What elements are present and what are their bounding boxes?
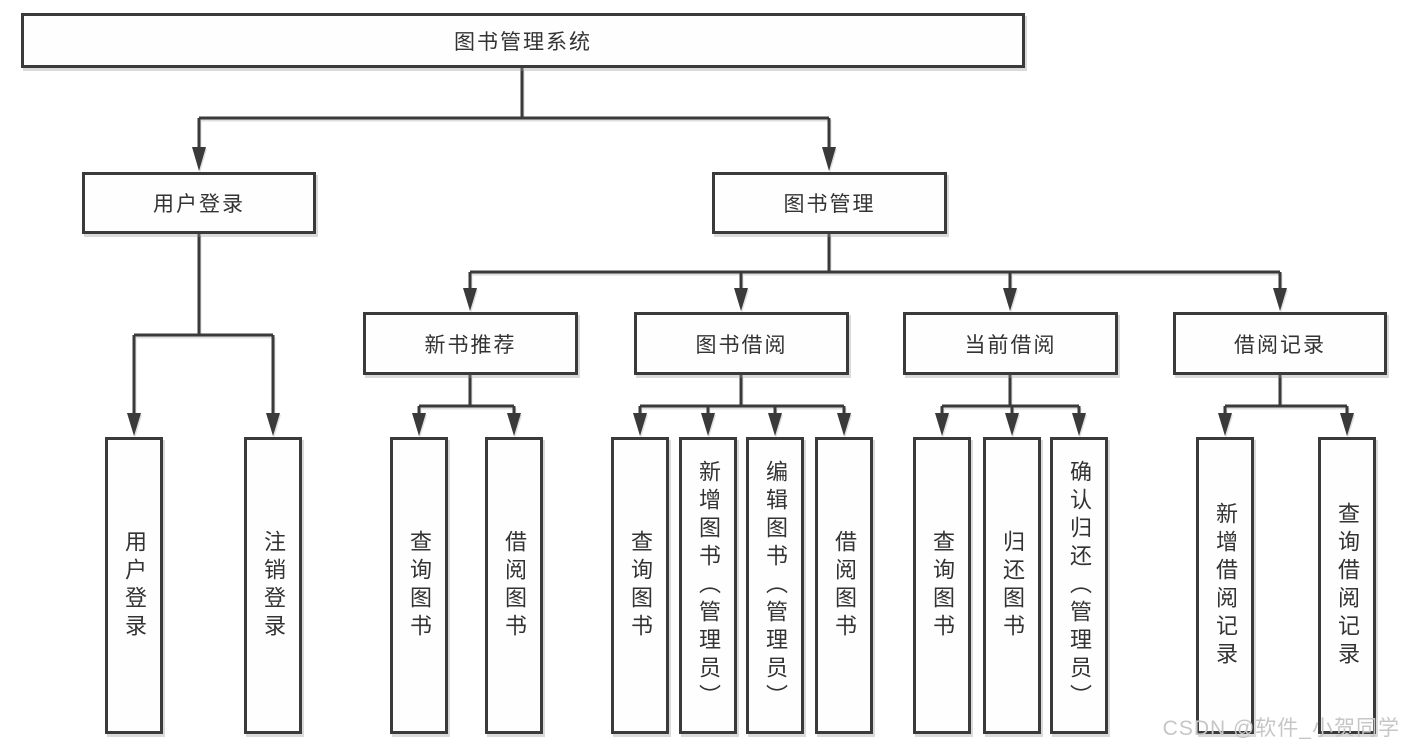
node-label: 用户登录 xyxy=(153,193,245,216)
leaf-user-login: 用户登录 xyxy=(105,437,163,734)
node-label: 查询借阅记录 xyxy=(1335,501,1360,670)
node-label: 查询图书 xyxy=(628,529,653,642)
node-label: 查询图书 xyxy=(930,529,955,642)
node-label: 图书借阅 xyxy=(695,333,788,357)
csdn-watermark: CSDN @软件_小贺同学 xyxy=(1162,717,1400,740)
node-label: 借阅记录 xyxy=(1234,333,1326,357)
leaf-query-books-current: 查询图书 xyxy=(913,437,971,734)
arrow-down-icons xyxy=(127,147,1354,436)
leaf-query-borrow-record: 查询借阅记录 xyxy=(1318,437,1376,734)
node-library-management-system: 图书管理系统 xyxy=(21,13,1025,68)
leaf-add-book-admin: 新增图书（管理员） xyxy=(679,437,737,734)
node-label: 当前借阅 xyxy=(964,333,1057,357)
node-label: 编辑图书（管理员） xyxy=(763,459,788,712)
node-label: 新增图书（管理员） xyxy=(696,459,721,712)
leaf-add-borrow-record: 新增借阅记录 xyxy=(1196,437,1254,734)
node-user-login: 用户登录 xyxy=(82,172,316,234)
node-label: 用户登录 xyxy=(122,529,147,642)
node-label: 注销登录 xyxy=(261,529,286,642)
node-book-borrowing: 图书借阅 xyxy=(634,312,849,375)
tree-edges xyxy=(132,68,1349,415)
leaf-logout: 注销登录 xyxy=(244,437,302,734)
node-book-management: 图书管理 xyxy=(712,172,947,234)
leaf-borrow-books-borrowing: 借阅图书 xyxy=(815,437,873,734)
node-new-book-recommend: 新书推荐 xyxy=(363,312,578,375)
node-label: 新增借阅记录 xyxy=(1213,501,1238,670)
node-label: 图书管理系统 xyxy=(454,30,592,54)
node-label: 图书管理 xyxy=(783,193,876,216)
node-label: 借阅图书 xyxy=(502,529,527,642)
leaf-borrow-books-recommend: 借阅图书 xyxy=(485,437,543,734)
node-label: 查询图书 xyxy=(407,529,432,642)
node-borrowing-records: 借阅记录 xyxy=(1173,312,1387,375)
node-label: 借阅图书 xyxy=(832,529,857,642)
leaf-return-books: 归还图书 xyxy=(983,437,1041,734)
leaf-confirm-return-admin: 确认归还（管理员） xyxy=(1050,437,1108,734)
leaf-query-books-recommend: 查询图书 xyxy=(390,437,448,734)
node-label: 新书推荐 xyxy=(424,333,517,357)
leaf-query-books-borrowing: 查询图书 xyxy=(611,437,669,734)
leaf-edit-book-admin: 编辑图书（管理员） xyxy=(746,437,804,734)
node-label: 归还图书 xyxy=(1000,529,1025,642)
node-label: 确认归还（管理员） xyxy=(1067,459,1092,712)
node-current-borrowing: 当前借阅 xyxy=(903,312,1118,375)
